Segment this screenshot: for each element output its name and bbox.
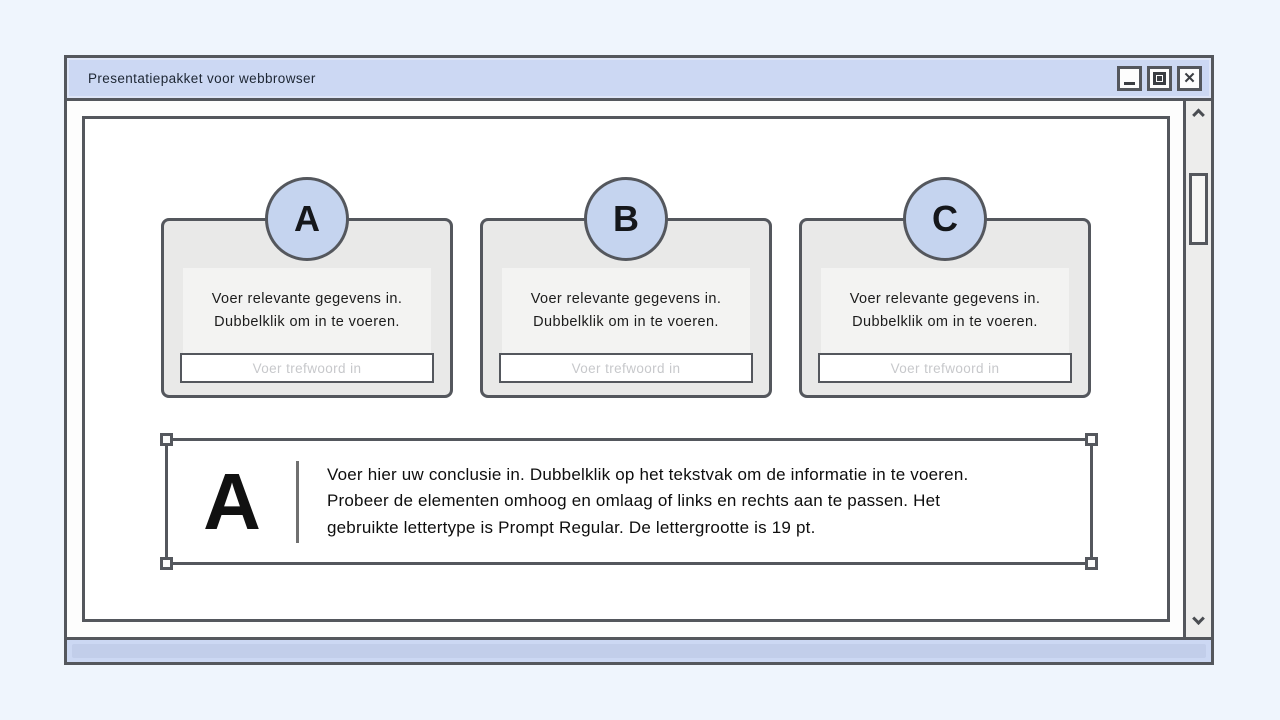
card-a-keyword-input[interactable] — [180, 353, 434, 383]
resize-handle-sw[interactable] — [160, 557, 173, 570]
card-a-letter-badge: A — [265, 177, 349, 261]
card-c-text-line: Voer relevante gegevens in. — [849, 291, 1041, 307]
resize-handle-nw[interactable] — [160, 433, 173, 446]
card-b-letter: B — [613, 198, 639, 239]
card-a[interactable]: A Voer relevante gegevens in. Dubbelklik… — [161, 177, 453, 398]
card-c[interactable]: C Voer relevante gegevens in. Dubbelklik… — [799, 177, 1091, 398]
scroll-down-button[interactable] — [1186, 611, 1211, 629]
card-b-text-line: Voer relevante gegevens in. — [530, 291, 722, 307]
bottom-bar — [67, 637, 1211, 662]
card-c-letter-badge: C — [903, 177, 987, 261]
window-title: Presentatiepakket voor webbrowser — [88, 70, 316, 86]
minimize-button[interactable] — [1117, 65, 1142, 91]
conclusion-letter: A — [203, 456, 261, 546]
window-controls: ✕ — [1112, 65, 1202, 91]
title-bar: Presentatiepakket voor webbrowser ✕ — [67, 58, 1211, 101]
conclusion-box[interactable]: A Voer hier uw conclusie in. Dubbelklik … — [160, 433, 1098, 570]
resize-handle-ne[interactable] — [1085, 433, 1098, 446]
maximize-button[interactable] — [1147, 65, 1172, 91]
card-c-letter: C — [932, 198, 958, 239]
chevron-down-icon — [1192, 611, 1205, 625]
scroll-up-button[interactable] — [1186, 105, 1211, 121]
slide-frame: A Voer relevante gegevens in. Dubbelklik… — [82, 116, 1170, 622]
card-c-keyword-input[interactable] — [818, 353, 1072, 383]
horizontal-scrollbar-thumb[interactable] — [72, 644, 1206, 658]
card-b-text[interactable]: Voer relevante gegevens in. Dubbelklik o… — [502, 268, 750, 354]
card-c-text[interactable]: Voer relevante gegevens in. Dubbelklik o… — [821, 268, 1069, 354]
conclusion-text-line: Voer hier uw conclusie in. Dubbelklik op… — [327, 464, 969, 484]
card-a-text-line: Voer relevante gegevens in. — [211, 291, 403, 307]
slide-canvas: A Voer relevante gegevens in. Dubbelklik… — [67, 101, 1183, 637]
card-a-letter: A — [294, 198, 320, 239]
chevron-up-icon — [1192, 108, 1205, 121]
scrollbar-thumb[interactable] — [1189, 173, 1208, 245]
vertical-scrollbar[interactable] — [1183, 101, 1211, 637]
main-area: A Voer relevante gegevens in. Dubbelklik… — [67, 101, 1211, 637]
card-b-letter-badge: B — [584, 177, 668, 261]
card-c-text-line: Dubbelklik om in te voeren. — [852, 314, 1038, 330]
divider — [296, 460, 299, 543]
conclusion-text-line: Probeer de elementen omhoog en omlaag of… — [327, 491, 941, 511]
card-a-text[interactable]: Voer relevante gegevens in. Dubbelklik o… — [183, 268, 431, 354]
minimize-icon — [1124, 82, 1135, 85]
card-b[interactable]: B Voer relevante gegevens in. Dubbelklik… — [480, 177, 772, 398]
conclusion-text: Voer hier uw conclusie in. Dubbelklik op… — [327, 462, 998, 542]
card-a-text-line: Dubbelklik om in te voeren. — [214, 314, 400, 330]
app-window: Presentatiepakket voor webbrowser ✕ — [64, 55, 1214, 665]
card-b-text-line: Dubbelklik om in te voeren. — [533, 314, 719, 330]
card-b-keyword-input[interactable] — [499, 353, 753, 383]
close-icon: ✕ — [1183, 69, 1196, 87]
close-button[interactable]: ✕ — [1177, 65, 1202, 91]
resize-handle-se[interactable] — [1085, 557, 1098, 570]
cards-row: A Voer relevante gegevens in. Dubbelklik… — [85, 177, 1167, 398]
conclusion-text-line: gebruikte lettertype is Prompt Regular. … — [327, 517, 816, 537]
maximize-icon — [1153, 71, 1166, 85]
